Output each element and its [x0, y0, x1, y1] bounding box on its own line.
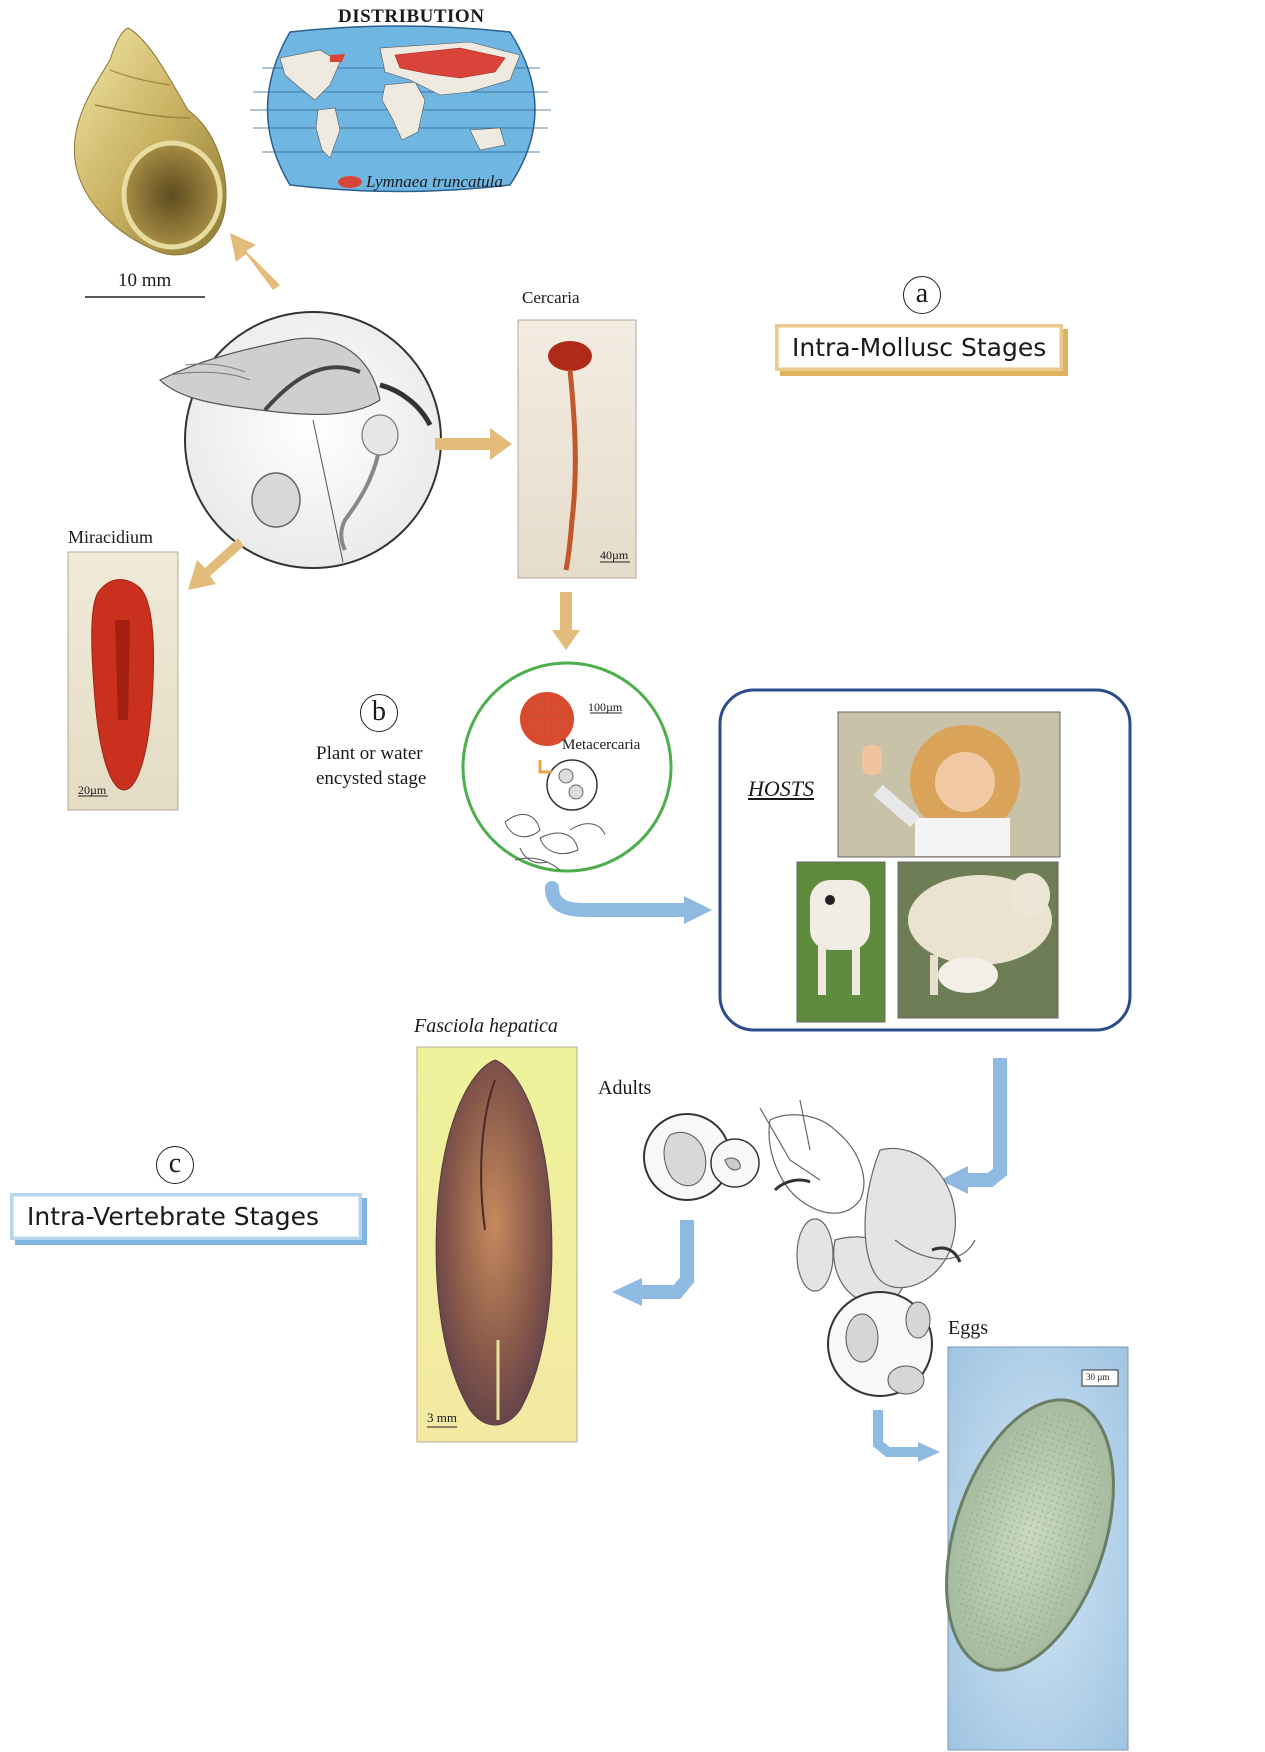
- snail-shell-photo: [74, 28, 226, 255]
- cercaria-scale-label: 40µm: [600, 548, 628, 563]
- distribution-legend-label: Lymnaea truncatula: [366, 172, 503, 192]
- arrow-to-hosts: [552, 888, 686, 910]
- metacercaria-label: Metacercaria: [562, 737, 640, 754]
- eggs-label: Eggs: [948, 1317, 988, 1340]
- miracidium-label: Miracidium: [68, 527, 153, 548]
- adults-circle: [644, 1114, 759, 1200]
- stage-b-label-line2: encysted stage: [316, 768, 426, 790]
- intra-mollusc-circle: [160, 312, 441, 568]
- host-child-photo: [838, 712, 1060, 857]
- legend-swatch: [338, 176, 362, 188]
- cercaria-photo: [518, 320, 636, 578]
- cercaria-label: Cercaria: [522, 288, 580, 308]
- arrow-to-miracidium: [188, 538, 244, 590]
- stage-b-label-line1: Plant or water: [316, 743, 423, 765]
- eggs-circle: [828, 1292, 932, 1396]
- hosts-label: HOSTS: [748, 776, 814, 802]
- eggs-scale-label: 30 µm: [1086, 1372, 1109, 1382]
- snail-scale-label: 10 mm: [118, 270, 171, 292]
- distribution-map: [250, 26, 551, 192]
- stage-c-title: Intra-Vertebrate Stages: [10, 1193, 362, 1240]
- egg-photo: [915, 1347, 1144, 1750]
- arrow-to-fasciola: [640, 1220, 687, 1292]
- fasciola-label: Fasciola hepatica: [414, 1015, 558, 1038]
- arrow-to-snail: [230, 233, 280, 290]
- metacercaria-circle: [463, 663, 671, 871]
- fasciola-scale-label: 3 mm: [427, 1410, 457, 1426]
- arrow-to-metacercaria: [552, 592, 580, 650]
- stage-a-title: Intra-Mollusc Stages: [775, 324, 1063, 371]
- arrow-to-cercaria: [435, 428, 512, 460]
- stage-c-letter: c: [156, 1146, 194, 1184]
- stage-a-letter: a: [903, 276, 941, 314]
- liver-illustration: [760, 1100, 975, 1304]
- host-cow-photo: [797, 862, 885, 1022]
- host-sheep-photo: [898, 862, 1058, 1018]
- distribution-title: DISTRIBUTION: [338, 6, 484, 28]
- miracidium-scale-label: 20µm: [78, 783, 106, 798]
- arrow-to-eggs: [878, 1410, 920, 1452]
- fasciola-photo: [417, 1047, 577, 1442]
- metacercaria-scale-label: 100µm: [588, 700, 622, 715]
- miracidium-photo: [68, 552, 178, 810]
- stage-b-letter: b: [360, 694, 398, 732]
- arrow-hosts-to-liver: [965, 1058, 1000, 1180]
- adults-label: Adults: [598, 1077, 651, 1100]
